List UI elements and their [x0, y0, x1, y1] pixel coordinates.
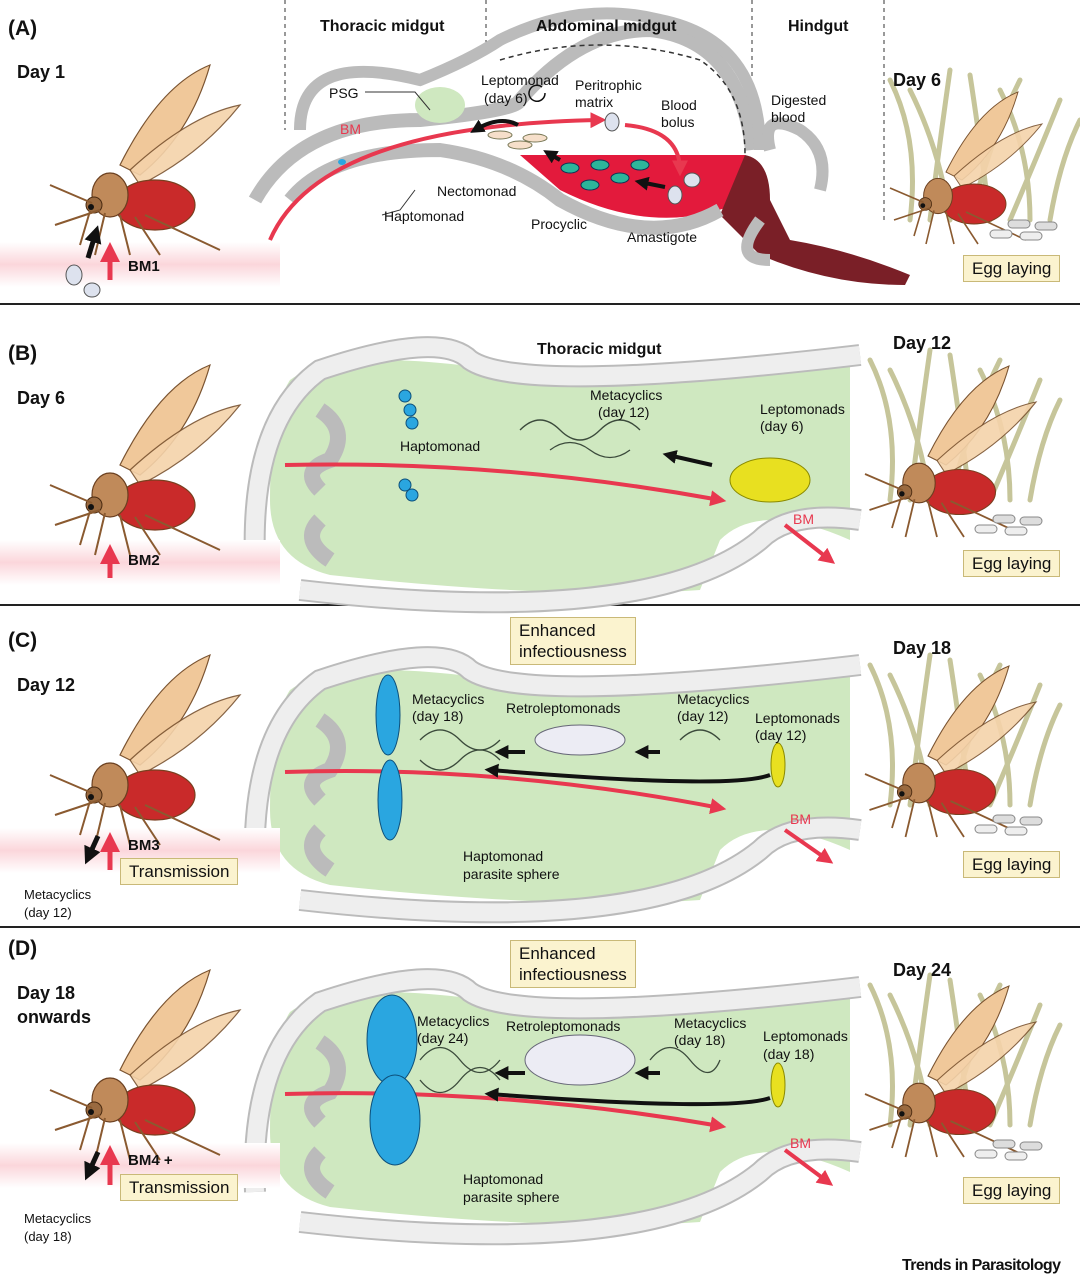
panel-label-d: (D) [8, 937, 38, 960]
mosquito-B-left [49, 364, 241, 556]
section-header: Thoracic midgut [537, 341, 662, 358]
egg-laying-box: Egg laying [963, 255, 1061, 282]
transmission-box: Transmission [120, 858, 239, 885]
day-label: Day 1 [17, 62, 66, 82]
label: (day 6) [760, 418, 804, 434]
label: Leptomonad [481, 72, 559, 88]
label: blood [771, 109, 806, 125]
label: Retroleptomonads [506, 700, 621, 716]
label: Retroleptomonads [506, 1018, 621, 1034]
mosquito-D-left [49, 969, 241, 1161]
day-label: Day 6 [17, 388, 66, 408]
label: Leptomonads [755, 710, 840, 726]
section-header: Hindgut [788, 18, 849, 35]
panelA-gut [248, 7, 910, 285]
bloodmeal-label: BM2 [128, 552, 160, 569]
label: Metacyclics [24, 1211, 92, 1226]
egg-laying-box: Egg laying [963, 851, 1061, 878]
label: (day 12) [677, 708, 729, 724]
egg-laying-box: Egg laying [963, 550, 1061, 577]
label: (day 24) [417, 1030, 469, 1046]
mosquito-C-left [49, 654, 241, 846]
label: Leptomonads [760, 401, 845, 417]
label: (day 12) [755, 727, 807, 743]
label: Amastigote [627, 229, 698, 245]
label: Metacyclics [677, 691, 750, 707]
label: Metacyclics [674, 1015, 747, 1031]
label: (day 18) [674, 1032, 726, 1048]
label: bolus [661, 114, 695, 130]
day-label: Day 12 [893, 333, 952, 353]
day-label: Day 18 [893, 638, 952, 658]
label: Haptomonad [400, 438, 481, 454]
label: BM [340, 121, 361, 137]
label: Nectomonad [437, 183, 517, 199]
mosquito-A-left [49, 64, 241, 256]
label: Digested [771, 92, 827, 108]
label: (day 12) [24, 905, 72, 920]
bloodmeal-label: BM4 + [128, 1152, 173, 1169]
day-label: onwards [17, 1007, 92, 1027]
transmission-box: Transmission [120, 1174, 239, 1201]
label: (day 12) [598, 404, 650, 420]
label: Metacyclics [590, 387, 663, 403]
label: matrix [575, 94, 614, 110]
label: Metacyclics [24, 887, 92, 902]
bloodmeal-label: BM1 [128, 258, 160, 275]
day-label: Day 6 [893, 70, 942, 90]
label: (day 18) [763, 1046, 815, 1062]
label: Metacyclics [412, 691, 485, 707]
panel-label-a: (A) [8, 17, 38, 40]
label: Procyclic [531, 216, 588, 232]
label: BM [793, 511, 814, 527]
egg-laying-box: Egg laying [963, 1177, 1061, 1204]
label: parasite sphere [463, 866, 560, 882]
panel-label-b: (B) [8, 342, 38, 365]
label: Haptomonad [463, 1171, 544, 1187]
bloodmeal-label: BM3 [128, 837, 160, 854]
day-label: Day 18 [17, 983, 76, 1003]
label: BM [790, 811, 811, 827]
label: Haptomonad [463, 848, 544, 864]
label: Leptomonads [763, 1028, 848, 1044]
label: (day 18) [24, 1229, 72, 1244]
label: Peritrophic [575, 77, 642, 93]
section-header: Thoracic midgut [320, 18, 445, 35]
panel-label-c: (C) [8, 629, 38, 652]
day-label: Day 12 [17, 675, 76, 695]
label: (day 18) [412, 708, 464, 724]
label: parasite sphere [463, 1189, 560, 1205]
section-header: Abdominal midgut [536, 18, 677, 35]
label: Blood [661, 97, 697, 113]
day-label: Day 24 [893, 960, 952, 980]
label: PSG [329, 85, 359, 101]
label: Metacyclics [417, 1013, 490, 1029]
cycle-icon [528, 84, 546, 102]
label: Haptomonad [384, 208, 465, 224]
label: BM [790, 1135, 811, 1151]
label: (day 6) [484, 90, 528, 106]
journal-credit: Trends in Parasitology [902, 1257, 1061, 1274]
